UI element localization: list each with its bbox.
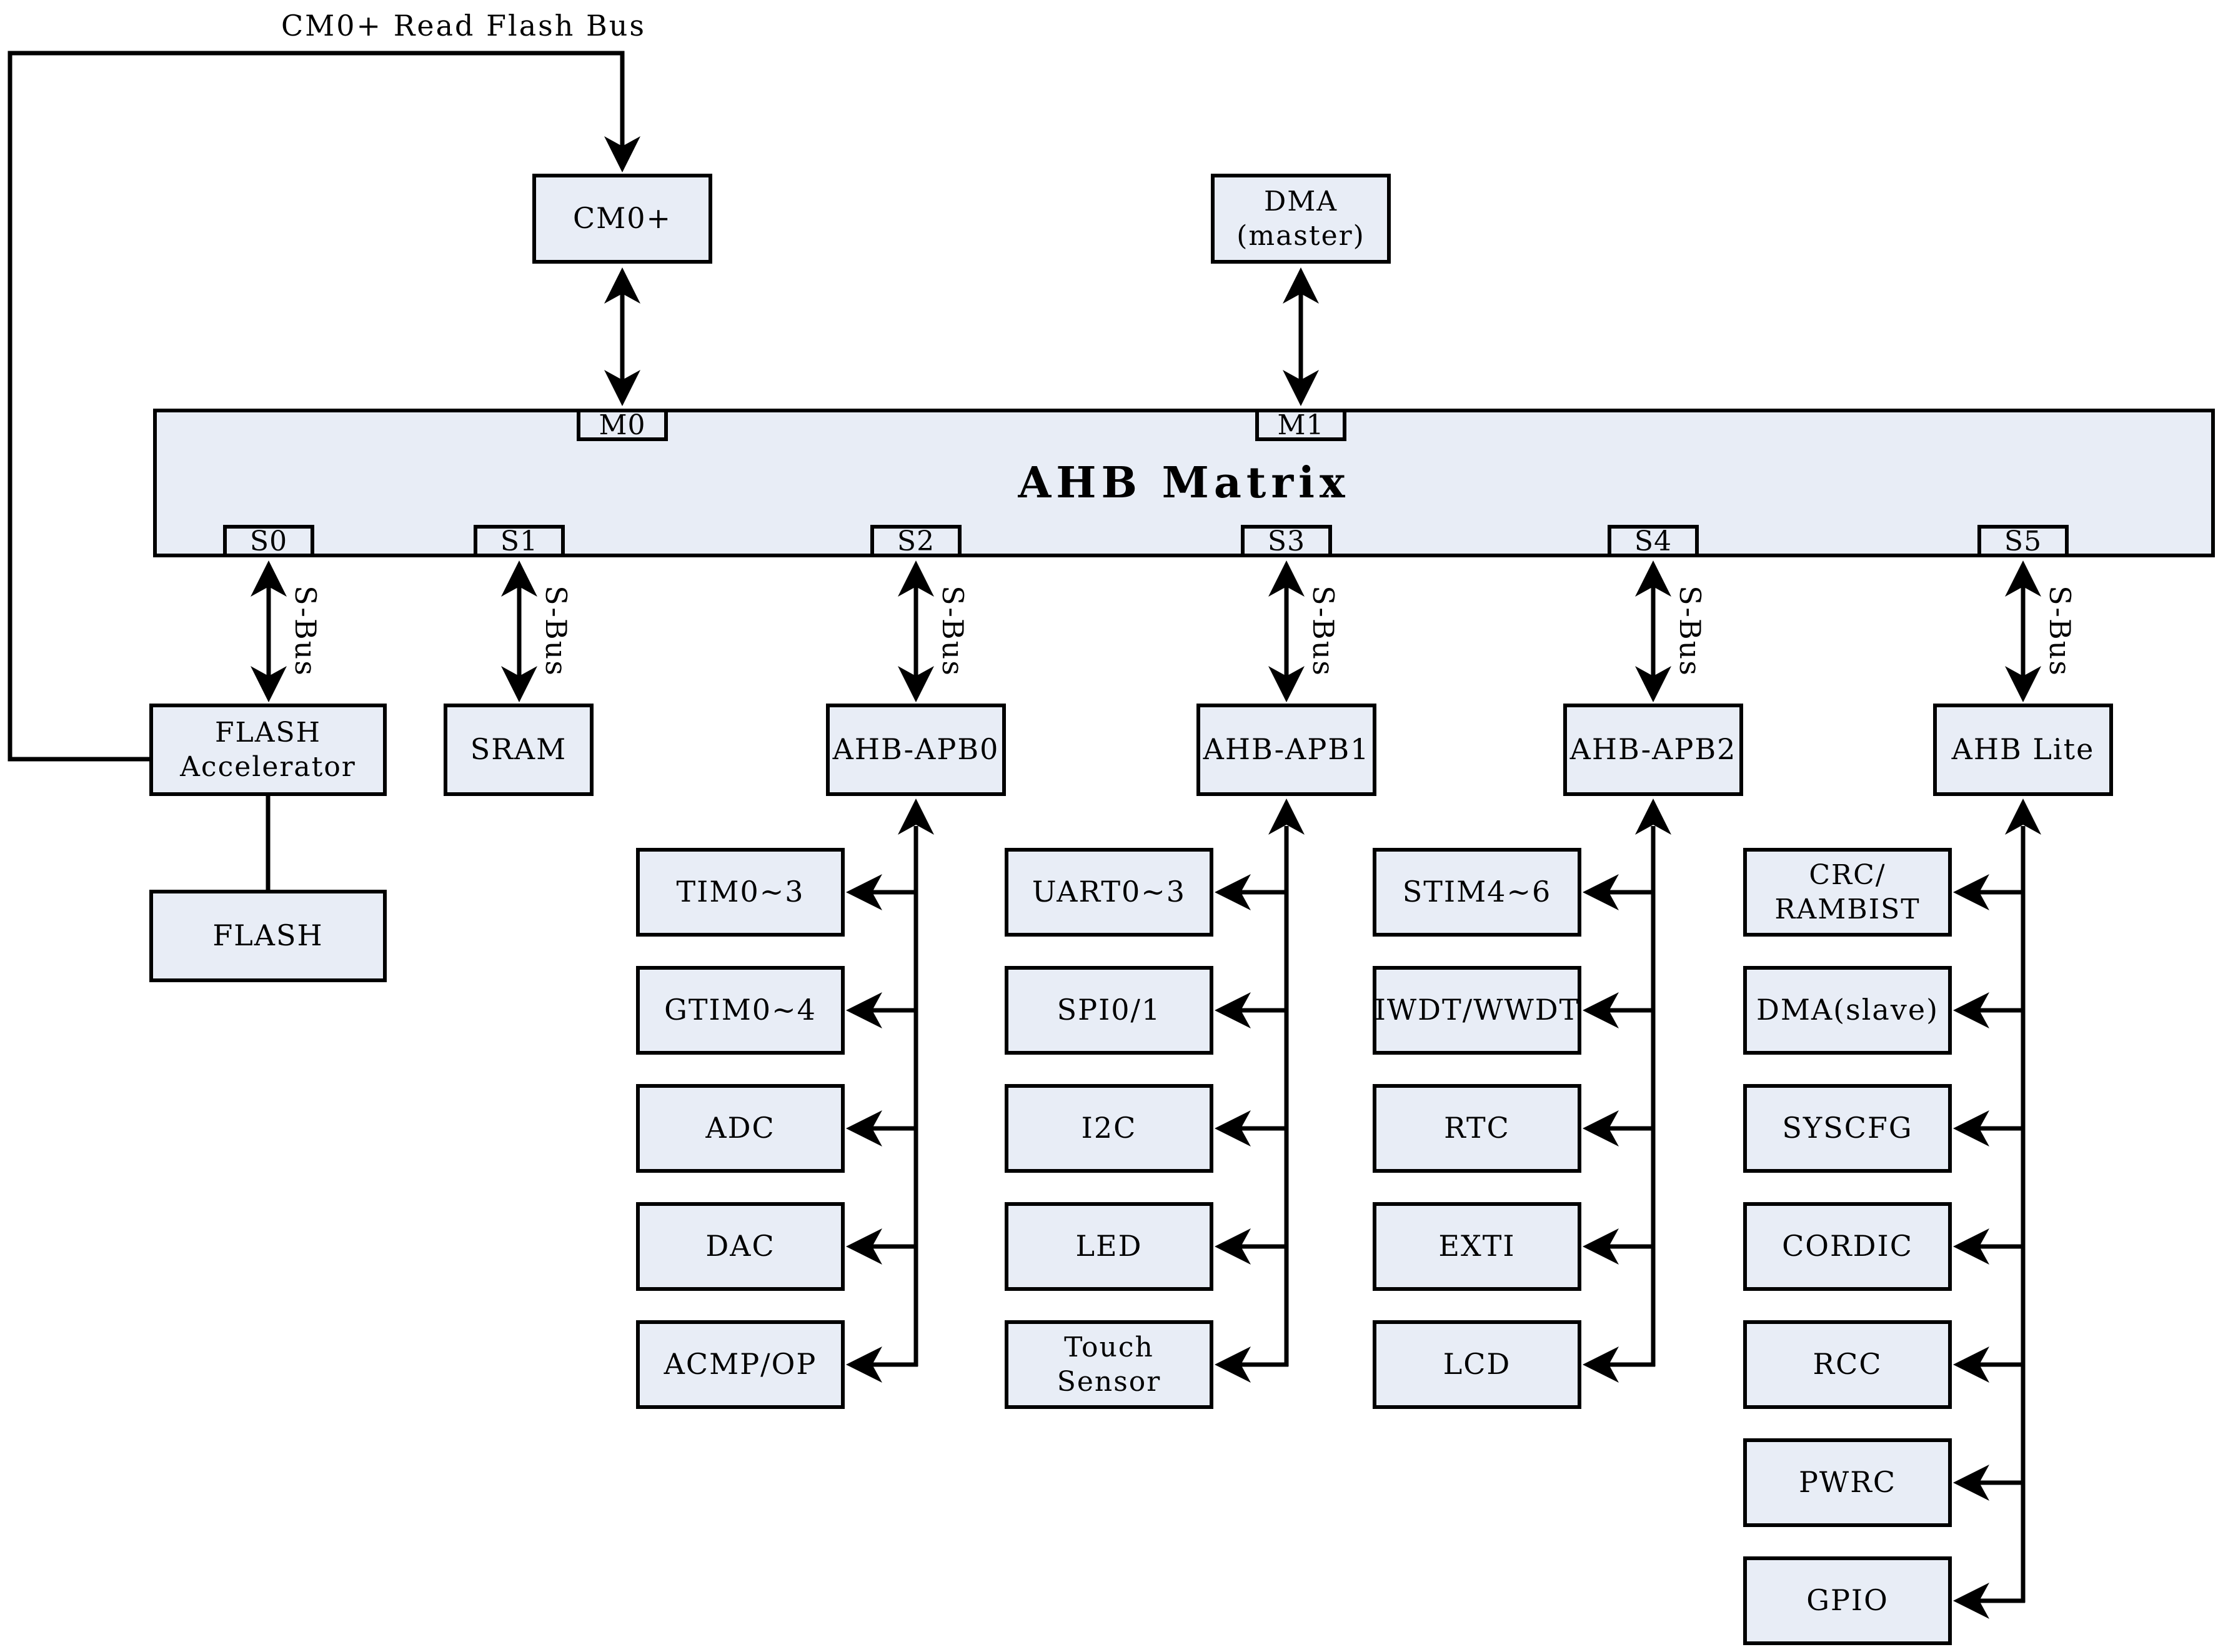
flash-accelerator-line2: Accelerator [180,751,356,783]
flash-label: FLASH [212,918,324,953]
s2-bus-label: S-Bus [936,585,970,677]
flash-accelerator-line1: FLASH [214,717,322,749]
port-s1-label: S1 [500,525,539,557]
peripheral-spi-box: SPI0/1 [1005,966,1213,1055]
peripheral-i2c-label: I2C [1081,1111,1137,1145]
ahb-apb1-label: AHB-APB1 [1203,732,1370,767]
port-s0-label: S0 [249,525,288,557]
peripheral-uart-box: UART0~3 [1005,848,1213,937]
peripheral-adc-label: ADC [705,1111,775,1145]
port-m0-label: M0 [599,409,646,441]
peripheral-tim-box: TIM0~3 [636,848,845,937]
cm0-label: CM0+ [572,201,672,236]
s1-bus-label: S-Bus [539,585,573,677]
dma-master-label-line2: (master) [1236,220,1365,252]
port-s2-label: S2 [897,525,935,557]
peripheral-touch-box: Touch Sensor [1005,1320,1213,1409]
peripheral-dmaslave-box: DMA(slave) [1743,966,1952,1055]
peripheral-acmp-box: ACMP/OP [636,1320,845,1409]
peripheral-crc-line1: CRC/ [1809,859,1886,891]
peripheral-lcd-box: LCD [1373,1320,1581,1409]
peripheral-pwrc-box: PWRC [1743,1438,1952,1527]
s4-bus-label: S-Bus [1673,585,1707,677]
matrix-port-s0: S0 [223,525,314,557]
ahb-apb2-box: AHB-APB2 [1563,704,1743,796]
matrix-port-s5: S5 [1977,525,2069,557]
peripheral-lcd-label: LCD [1443,1347,1511,1381]
peripheral-touch-line1: Touch [1064,1331,1154,1363]
matrix-port-m0: M0 [577,409,668,441]
peripheral-gtim-box: GTIM0~4 [636,966,845,1055]
peripheral-tim-label: TIM0~3 [676,875,805,909]
peripheral-syscfg-label: SYSCFG [1782,1111,1913,1145]
peripheral-wdt-box: IWDT/WWDT [1373,966,1581,1055]
peripheral-gpio-label: GPIO [1806,1583,1889,1618]
peripheral-stim-box: STIM4~6 [1373,848,1581,937]
peripheral-acmp-label: ACMP/OP [664,1347,817,1381]
ahb-apb0-label: AHB-APB0 [832,732,1000,767]
peripheral-exti-label: EXTI [1438,1229,1516,1263]
matrix-port-s1: S1 [474,525,565,557]
dma-master-box: DMA (master) [1211,174,1391,264]
port-s3-label: S3 [1267,525,1306,557]
peripheral-gtim-label: GTIM0~4 [664,993,817,1027]
peripheral-exti-box: EXTI [1373,1202,1581,1291]
peripheral-cordic-label: CORDIC [1782,1229,1913,1263]
peripheral-led-label: LED [1075,1229,1143,1263]
sram-box: SRAM [444,704,594,796]
peripheral-dmaslave-label: DMA(slave) [1756,993,1939,1027]
matrix-port-s3: S3 [1241,525,1332,557]
s0-bus-label: S-Bus [289,585,322,677]
peripheral-syscfg-box: SYSCFG [1743,1084,1952,1173]
peripheral-cordic-box: CORDIC [1743,1202,1952,1291]
read-flash-bus-label: CM0+ Read Flash Bus [281,9,647,42]
flash-box: FLASH [149,890,387,982]
peripheral-rtc-label: RTC [1444,1111,1510,1145]
peripheral-spi-label: SPI0/1 [1057,993,1161,1027]
peripheral-rcc-label: RCC [1813,1347,1882,1381]
peripheral-dac-box: DAC [636,1202,845,1291]
arrow-heads [251,136,2041,1619]
peripheral-uart-label: UART0~3 [1032,875,1186,909]
ahb-apb1-box: AHB-APB1 [1196,704,1376,796]
ahb-apb2-label: AHB-APB2 [1569,732,1737,767]
matrix-port-m1: M1 [1255,409,1346,441]
ahb-lite-label: AHB Lite [1951,732,2095,767]
ahb-matrix-bar: AHB Matrix [153,409,2215,557]
peripheral-stim-label: STIM4~6 [1402,875,1552,909]
s3-bus-label: S-Bus [1306,585,1340,677]
peripheral-led-box: LED [1005,1202,1213,1291]
peripheral-gpio-box: GPIO [1743,1556,1952,1645]
peripheral-dac-label: DAC [705,1229,775,1263]
ahb-apb0-box: AHB-APB0 [826,704,1006,796]
read-flash-bus-line [7,51,625,762]
matrix-port-s4: S4 [1608,525,1699,557]
matrix-port-s2: S2 [870,525,962,557]
port-s4-label: S4 [1634,525,1673,557]
peripheral-crc-box: CRC/ RAMBIST [1743,848,1952,937]
peripheral-i2c-box: I2C [1005,1084,1213,1173]
peripheral-rtc-box: RTC [1373,1084,1581,1173]
s5-bus-label: S-Bus [2043,585,2077,677]
peripheral-wdt-label: IWDT/WWDT [1374,993,1580,1027]
port-s5-label: S5 [2004,525,2042,557]
port-m1-label: M1 [1277,409,1325,441]
ahb-lite-box: AHB Lite [1933,704,2113,796]
bus-lines [7,51,2026,1603]
peripheral-adc-box: ADC [636,1084,845,1173]
ahb-matrix-title: AHB Matrix [1018,458,1350,508]
peripheral-pwrc-label: PWRC [1798,1465,1897,1500]
sram-label: SRAM [470,732,567,767]
peripheral-touch-line2: Sensor [1057,1366,1161,1398]
peripheral-crc-line2: RAMBIST [1774,893,1921,925]
peripheral-rcc-box: RCC [1743,1320,1952,1409]
flash-accelerator-box: FLASH Accelerator [149,704,387,796]
cm0-box: CM0+ [532,174,712,264]
dma-master-label-line1: DMA [1263,186,1338,217]
